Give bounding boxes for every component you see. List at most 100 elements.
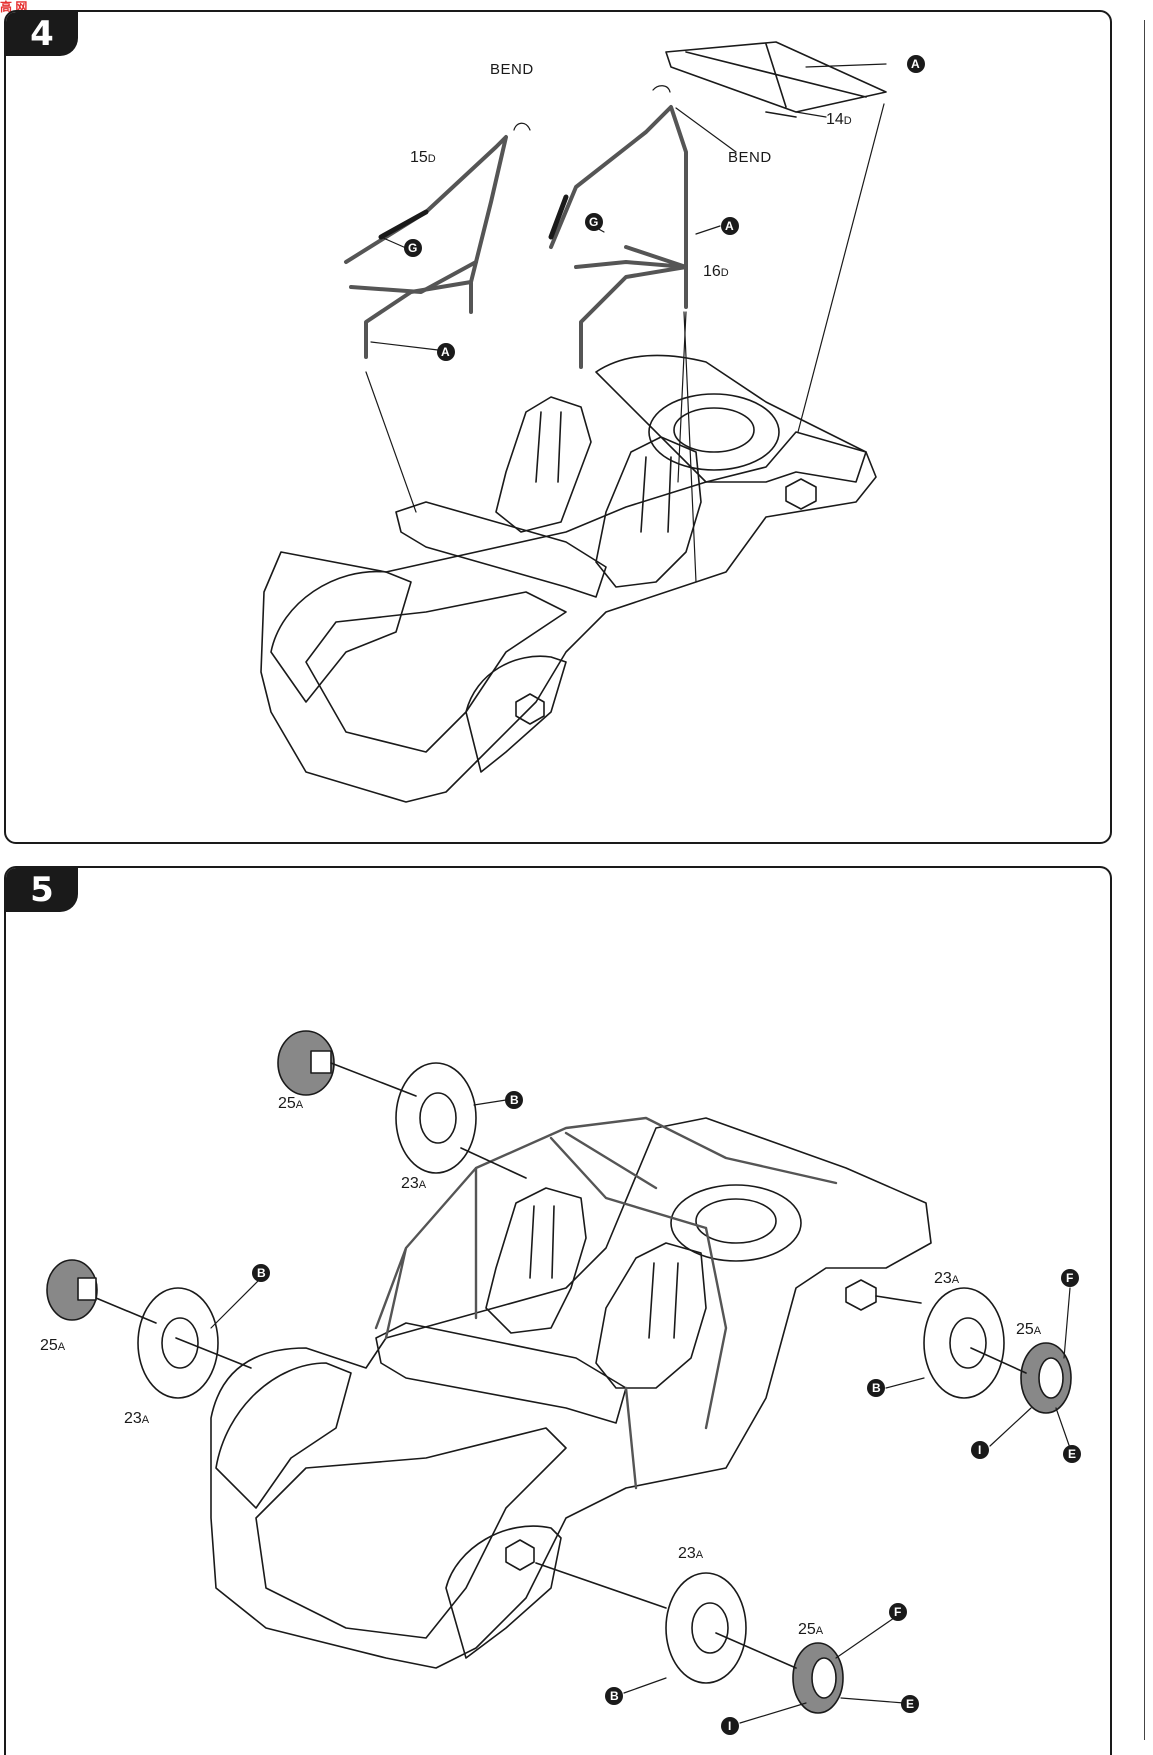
wheel-ml-hub-square [77, 1277, 97, 1301]
leader-14-to-chassis [797, 103, 885, 433]
wheel-r-tire-label: 23A [934, 1270, 960, 1287]
wheel-b-tire-label: 23A [678, 1545, 704, 1562]
chassis-inner-floor [255, 1427, 567, 1639]
bend-label-left: BEND [490, 61, 534, 78]
callout-e-b: E [901, 1695, 919, 1713]
svg-text:I: I [978, 1443, 981, 1457]
wheel-ml-hub-label: 25A [40, 1337, 66, 1354]
leader-f-b [835, 1617, 895, 1659]
front-hub [515, 693, 545, 725]
wheel-b-tire-inner [691, 1602, 729, 1654]
spare-wheel-rim [695, 1198, 777, 1244]
svg-text:B: B [872, 1381, 881, 1395]
bend-arrow-left [513, 122, 531, 131]
rollcage-15-diagonal [349, 260, 478, 294]
svg-text:F: F [1066, 1271, 1073, 1285]
front-right-wheel-arch [465, 655, 567, 773]
step-4-panel: 4 [4, 10, 1112, 844]
part-14-label: 14D [826, 111, 852, 128]
callout-i-b: I [721, 1717, 739, 1735]
wheel-ml-tire-inner [161, 1317, 199, 1369]
leader-e-b [840, 1697, 905, 1704]
arrow-b-hub-to-tire [715, 1632, 797, 1669]
leader-f-r [1063, 1287, 1071, 1359]
arrow-r-tire-to-car [875, 1295, 922, 1304]
svg-text:F: F [894, 1605, 901, 1619]
svg-text:A: A [441, 345, 450, 359]
leader-callout-a2 [370, 341, 439, 351]
callout-f-r: F [1061, 1269, 1079, 1287]
step-4-badge: 4 [6, 12, 78, 56]
page-edge-line [1144, 20, 1145, 1740]
callout-g-16: G [585, 213, 603, 231]
step-5-diagram: 25A 23A 25A 23A 23A 25A 23A 25A B B B F … [40, 1030, 1081, 1735]
front-left-wheel-arch [270, 570, 412, 703]
wheel-r-hub-inner [1038, 1357, 1064, 1399]
callout-i-r: I [971, 1441, 989, 1459]
rear-right-hub [845, 1279, 877, 1311]
callout-f-b: F [889, 1603, 907, 1621]
wheel-tl-tire-label: 23A [401, 1175, 427, 1192]
left-seat [485, 1187, 587, 1334]
wheel-b-tire [665, 1572, 747, 1684]
callout-a-15: A [437, 343, 455, 361]
dashboard [395, 501, 607, 598]
leader-16-to-chassis [683, 311, 697, 583]
leader-callout-a1 [805, 63, 887, 68]
wheel-tl-hub-label: 25A [278, 1095, 304, 1112]
leader-b-tl [473, 1099, 507, 1106]
arrow-ml-tire-to-car [175, 1337, 252, 1369]
wheel-r-tire-inner [949, 1317, 987, 1369]
wheel-ml-hub [46, 1259, 98, 1321]
arrow-r-hub-to-tire [970, 1347, 1027, 1374]
part-16-label: 16D [703, 263, 729, 280]
step-4-diagram: BEND BEND 15D 16D 14D A G A G A [260, 41, 925, 803]
svg-text:B: B [510, 1093, 519, 1107]
callout-b-r: B [867, 1379, 885, 1397]
spare-wheel-rim [673, 407, 755, 453]
leader-i-r [989, 1407, 1032, 1447]
rollcage-15-front-bar [378, 209, 429, 240]
left-seat-belts [535, 411, 562, 483]
svg-text:B: B [610, 1689, 619, 1703]
bend-arrow-right [652, 85, 671, 93]
step-5-panel: 5 [4, 866, 1112, 1755]
arrow-ml-hub-to-tire [95, 1297, 157, 1324]
right-seat [595, 1242, 707, 1389]
wheel-b-hub-inner [811, 1657, 837, 1699]
svg-text:G: G [589, 215, 598, 229]
installed-rollcage [374, 1116, 838, 1490]
spare-wheel [670, 1184, 802, 1262]
left-seat-belts [529, 1205, 555, 1279]
callout-e-r: E [1063, 1445, 1081, 1463]
svg-text:B: B [257, 1266, 266, 1280]
callout-a-roof: A [907, 55, 925, 73]
right-seat-belts [640, 456, 672, 533]
rollcage-16-leg [579, 265, 688, 369]
arrow-tl-tire-to-car [460, 1147, 527, 1179]
arrow-tl-hub-to-tire [330, 1062, 417, 1097]
leader-15-to-chassis [365, 371, 417, 513]
wheel-r-hub-label: 25A [1016, 1321, 1042, 1338]
part-15-label: 15D [410, 149, 436, 166]
leader-16b-to-chassis [677, 311, 687, 483]
leader-callout-a3 [695, 225, 721, 235]
roof-frame-14 [665, 41, 887, 118]
rear-body [595, 354, 867, 483]
rollcage-15-leg [364, 280, 473, 359]
callout-b-tl: B [505, 1091, 523, 1109]
wheel-tl-hub [277, 1030, 335, 1096]
rollcage-16-top-bar [548, 194, 569, 240]
svg-text:A: A [911, 57, 920, 71]
svg-text:G: G [408, 241, 417, 255]
wheel-r-tire [923, 1287, 1005, 1399]
left-seat [495, 396, 592, 533]
front-right-hub [505, 1539, 535, 1571]
step-5-badge: 5 [6, 868, 78, 912]
wheel-ml-tire-label: 23A [124, 1410, 150, 1427]
rollcage-16-crossbar [574, 245, 688, 269]
chassis-inner-floor [305, 591, 567, 753]
leader-b-r [885, 1377, 925, 1389]
svg-text:I: I [728, 1719, 731, 1733]
spare-wheel [648, 393, 780, 471]
